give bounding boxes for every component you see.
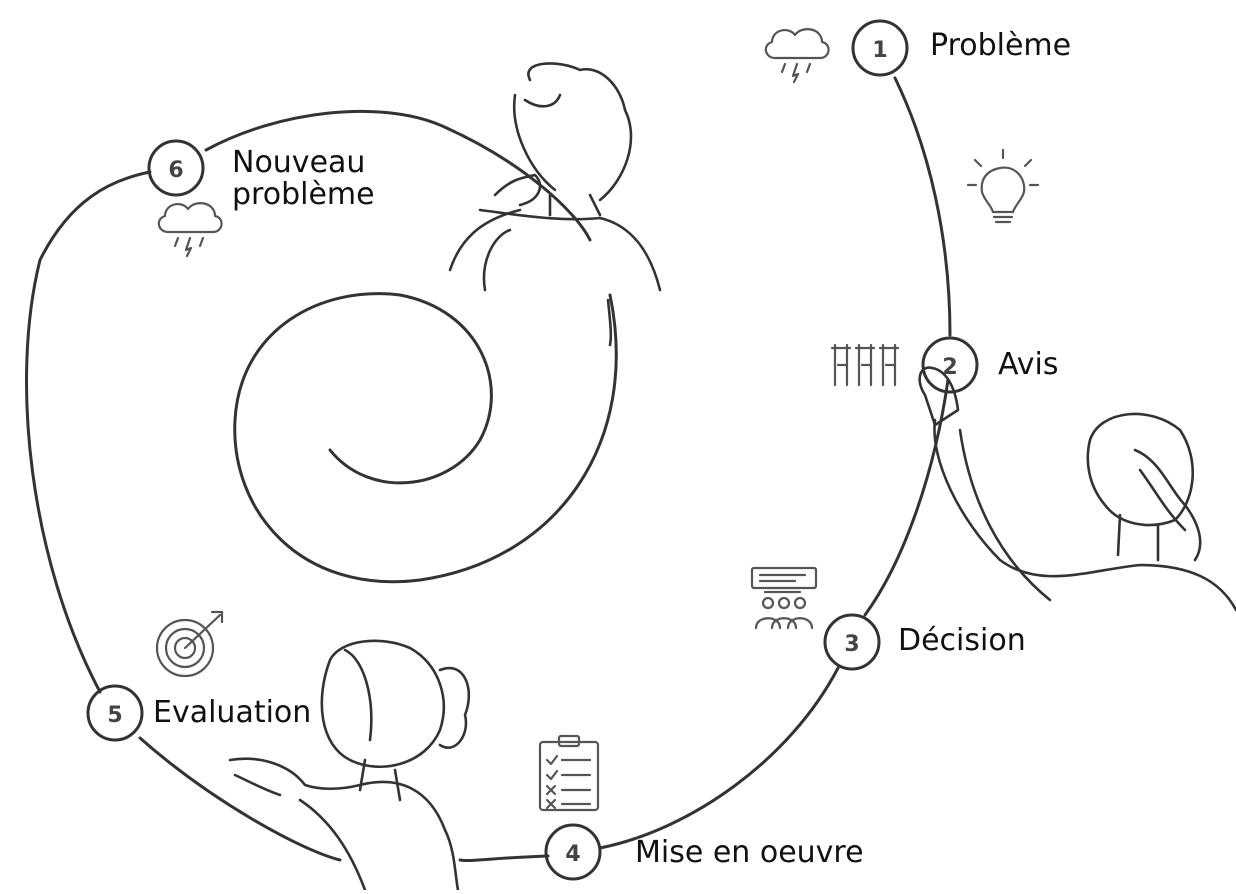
step-label-1: Problème xyxy=(930,28,1072,63)
person-reaching xyxy=(918,366,1236,612)
step-label-4: Mise en oeuvre xyxy=(635,835,864,870)
lightbulb-icon xyxy=(966,148,1040,224)
checklist-clipboard-icon xyxy=(538,734,600,812)
step-circle-2 xyxy=(921,336,979,394)
step-number-5: 5 xyxy=(107,703,122,728)
step-number-6: 6 xyxy=(168,158,183,183)
storm-cloud-icon xyxy=(764,28,830,84)
cycle-path xyxy=(458,854,550,863)
target-arrow-icon xyxy=(155,610,224,678)
step-number-3: 3 xyxy=(844,632,859,657)
cycle-path xyxy=(204,109,592,242)
cycle-path xyxy=(893,76,952,337)
step-circle-3 xyxy=(823,613,881,671)
step-label-6-line1: Nouveau xyxy=(232,145,366,180)
step-number-2: 2 xyxy=(942,355,957,380)
inner-spiral xyxy=(233,292,618,584)
storm-cloud-icon xyxy=(157,202,223,258)
cycle-path xyxy=(863,378,950,617)
step-number-4: 4 xyxy=(565,842,580,867)
step-circle-6 xyxy=(147,139,205,197)
step-number-1: 1 xyxy=(872,38,887,63)
raised-hands-icon xyxy=(830,343,900,387)
presentation-group-icon xyxy=(750,566,818,630)
cycle-path xyxy=(598,666,840,850)
step-label-2: Avis xyxy=(998,347,1059,382)
cycle-path xyxy=(25,170,152,694)
step-label-3: Décision xyxy=(898,623,1026,658)
person-thinking xyxy=(448,62,662,347)
step-circle-5 xyxy=(86,684,144,742)
cycle-path xyxy=(138,736,342,862)
step-label-5: Evaluation xyxy=(153,695,312,730)
step-label-6-line2: problème xyxy=(232,177,375,212)
step-circle-1 xyxy=(851,19,909,77)
person-pointing xyxy=(228,639,471,892)
step-circle-4 xyxy=(544,823,602,881)
